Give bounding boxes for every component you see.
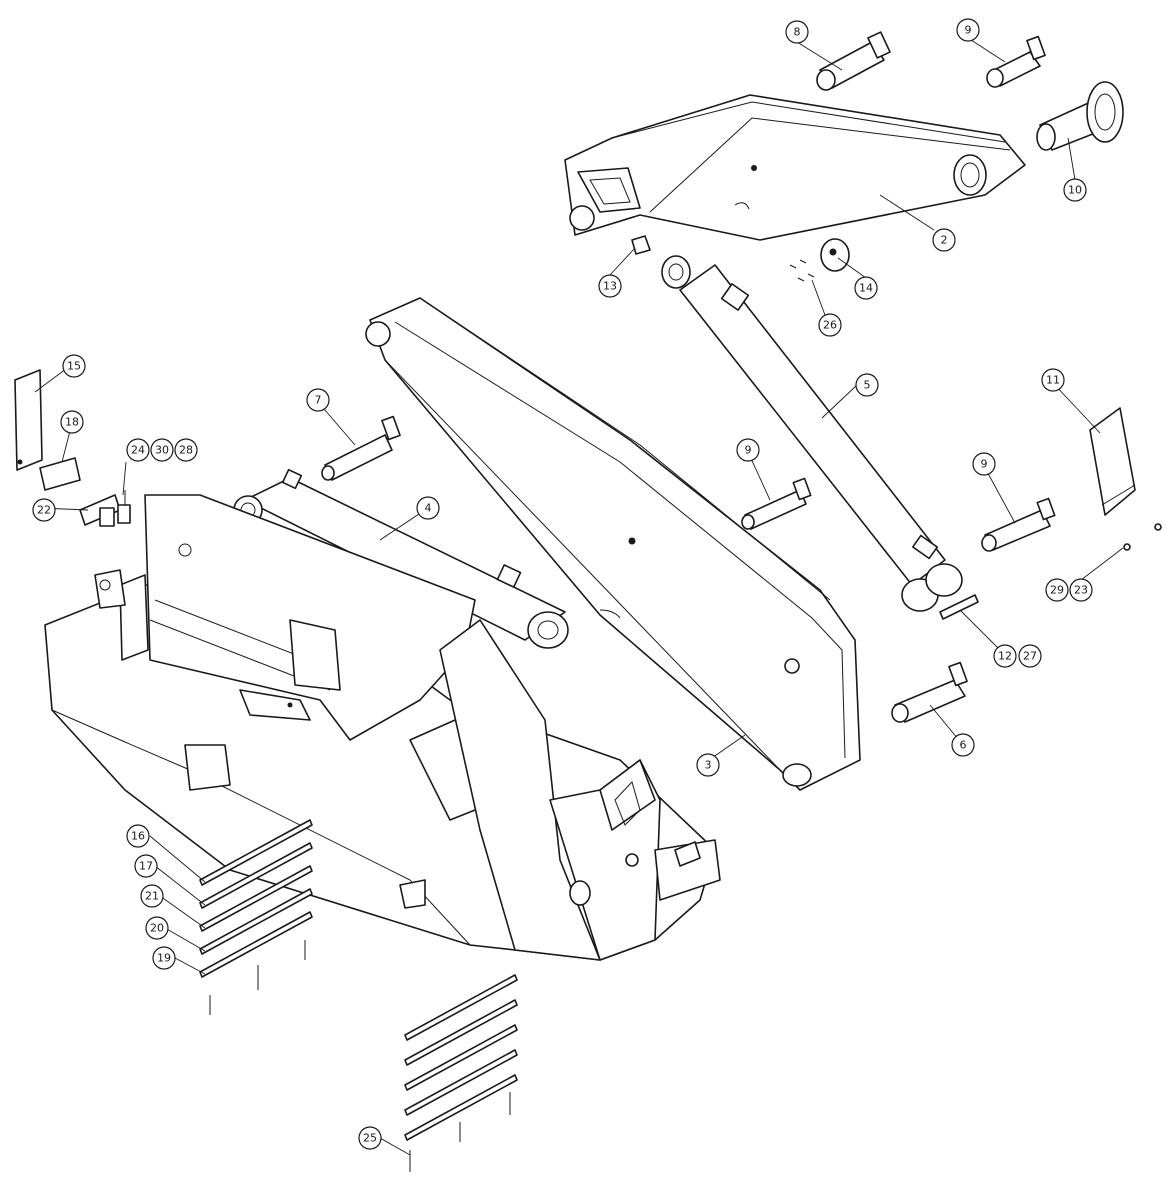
callout-label: 19 xyxy=(157,952,171,965)
callout-label: 9 xyxy=(745,444,752,457)
callout-19: 19 xyxy=(152,946,176,970)
part-wear-strips-left xyxy=(199,819,313,1015)
callout-label: 30 xyxy=(155,444,169,457)
callout-label: 10 xyxy=(1068,184,1082,197)
callout-label: 3 xyxy=(705,759,712,772)
callout-label: 6 xyxy=(960,739,967,752)
callout-18: 18 xyxy=(60,410,84,434)
part-base-frame xyxy=(44,494,721,961)
callout-21: 21 xyxy=(140,884,164,908)
callout-14: 14 xyxy=(854,276,878,300)
part-nut-23 xyxy=(1154,523,1162,531)
callout-23: 23 xyxy=(1069,578,1093,602)
callout-27: 27 xyxy=(1018,644,1042,668)
callout-label: 22 xyxy=(37,504,51,517)
callout-24: 24 xyxy=(126,438,150,462)
callout-label: 20 xyxy=(150,922,164,935)
part-disc-14 xyxy=(820,238,850,272)
callout-10: 10 xyxy=(1063,178,1087,202)
callout-6: 6 xyxy=(951,733,975,757)
part-pin-8 xyxy=(816,31,891,91)
callout-label: 2 xyxy=(941,234,948,247)
part-main-boom-3 xyxy=(365,297,861,791)
callout-7: 7 xyxy=(306,388,330,412)
callout-label: 18 xyxy=(65,416,79,429)
callout-label: 11 xyxy=(1046,374,1060,387)
callout-label: 21 xyxy=(145,890,159,903)
callout-13: 13 xyxy=(598,274,622,298)
callout-22: 22 xyxy=(32,498,56,522)
callout-label: 12 xyxy=(998,650,1012,663)
callout-28: 28 xyxy=(174,438,198,462)
callout-label: 5 xyxy=(864,379,871,392)
part-block-18 xyxy=(39,457,81,491)
callout-label: 4 xyxy=(425,502,432,515)
part-hardware-24-30-28 xyxy=(99,490,131,527)
callout-11: 11 xyxy=(1041,368,1065,392)
part-plate-15 xyxy=(14,369,43,471)
part-bolts-26 xyxy=(789,259,815,282)
callout-30: 30 xyxy=(150,438,174,462)
callout-label: 25 xyxy=(363,1132,377,1145)
part-upper-arm xyxy=(564,94,1026,241)
callout-label: 27 xyxy=(1023,650,1037,663)
callout-5: 5 xyxy=(855,373,879,397)
callout-9-top-label: 9 xyxy=(965,24,972,37)
part-pin-6 xyxy=(891,661,968,723)
callout-label: 17 xyxy=(139,860,153,873)
part-pin-9-mid xyxy=(741,477,812,530)
part-plate-13 xyxy=(631,235,651,255)
callout-balloons: 8 9 10 2 13 14 26 5 11 15 18 22 24 30 28… xyxy=(32,18,1093,1150)
callout-8: 8 xyxy=(785,20,809,44)
callout-label: 9 xyxy=(981,458,988,471)
part-pin-9-top xyxy=(986,35,1046,88)
callout-label: 8 xyxy=(794,26,801,39)
callout-label: 15 xyxy=(67,360,81,373)
part-pin-10 xyxy=(1036,81,1124,151)
callout-17: 17 xyxy=(134,854,158,878)
callout-3: 3 xyxy=(696,753,720,777)
part-pin-12 xyxy=(939,594,979,620)
callout-9: 9 xyxy=(956,18,980,42)
part-washer-29 xyxy=(1123,543,1131,551)
callout-26: 26 xyxy=(818,313,842,337)
callout-20: 20 xyxy=(145,916,169,940)
callout-15: 15 xyxy=(62,354,86,378)
callout-label: 13 xyxy=(603,280,617,293)
callout-9-right: 9 xyxy=(972,452,996,476)
callout-16: 16 xyxy=(126,824,150,848)
part-wear-strips-bottom xyxy=(404,974,518,1172)
callout-label: 24 xyxy=(131,444,145,457)
callout-label: 7 xyxy=(315,394,322,407)
callout-label: 28 xyxy=(179,444,193,457)
callout-12: 12 xyxy=(993,644,1017,668)
callout-label: 29 xyxy=(1050,584,1064,597)
part-cover-11 xyxy=(1089,407,1136,516)
callout-label: 26 xyxy=(823,319,837,332)
part-lift-cylinder-5 xyxy=(661,255,963,612)
callout-4: 4 xyxy=(416,496,440,520)
callout-label: 23 xyxy=(1074,584,1088,597)
callout-29: 29 xyxy=(1045,578,1069,602)
part-tilt-cylinder-4 xyxy=(233,468,569,649)
callout-9-mid: 9 xyxy=(736,438,760,462)
part-pin-9-right xyxy=(981,497,1056,552)
callout-label: 14 xyxy=(859,282,873,295)
callout-2: 2 xyxy=(932,228,956,252)
part-pin-7 xyxy=(321,415,401,481)
callout-25: 25 xyxy=(358,1126,382,1150)
callout-label: 16 xyxy=(131,830,145,843)
